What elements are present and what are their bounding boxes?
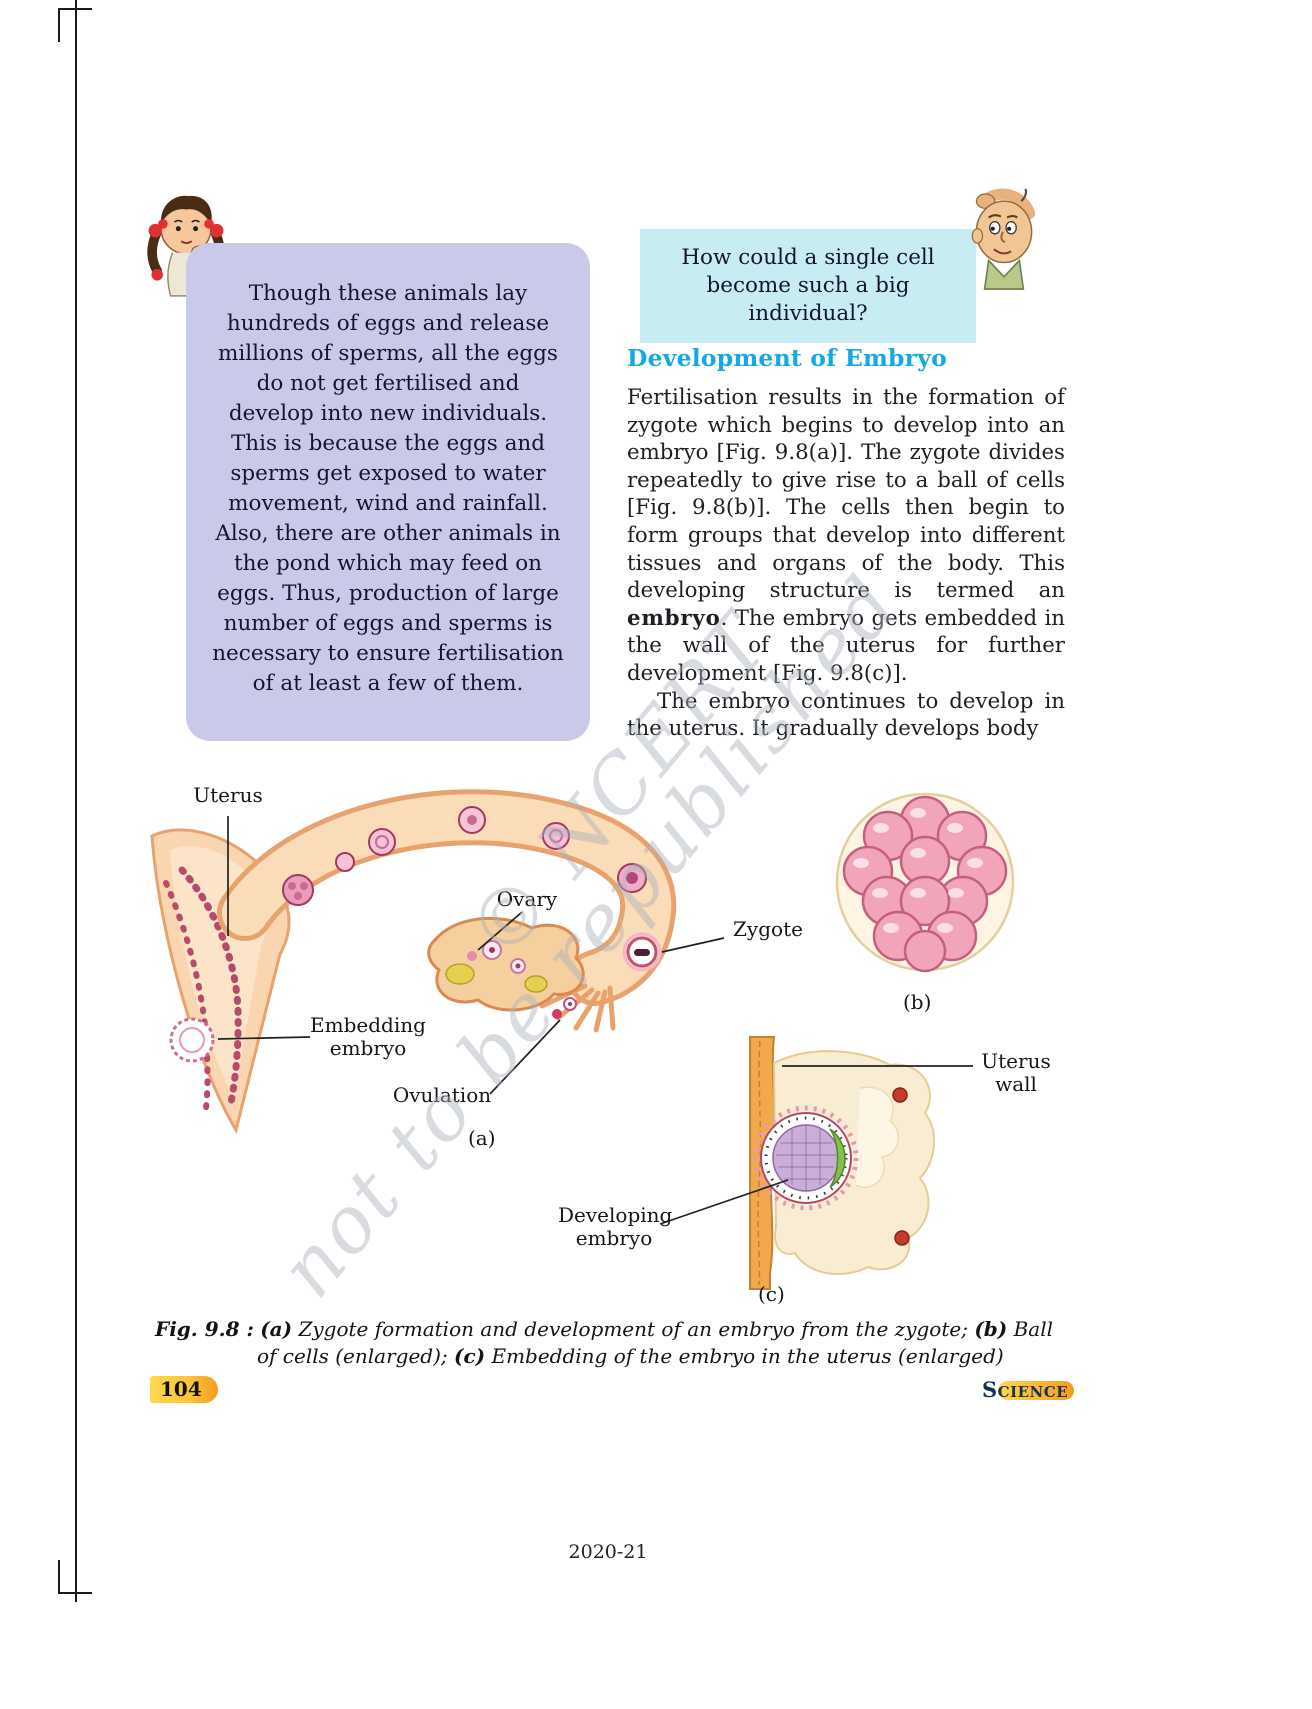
cell-cluster xyxy=(842,795,1008,973)
caption-fig-number: Fig. 9.8 : xyxy=(155,1317,254,1341)
paragraph-1: Fertilisation results in the formation o… xyxy=(627,384,1065,688)
figure-panel-a: (a) xyxy=(468,1126,496,1150)
para1-text: Fertilisation results in the formation o… xyxy=(627,385,1065,604)
figure-label-ovulation: Ovulation xyxy=(392,1083,492,1107)
figure-label-zygote: Zygote xyxy=(733,917,803,941)
figure-label-uterus-wall: Uterus wall xyxy=(981,1049,1051,1096)
book-title-badge: Science xyxy=(982,1377,1102,1404)
edition-year: 2020-21 xyxy=(568,1541,648,1563)
figure-caption: Fig. 9.8 : (a) Zygote formation and deve… xyxy=(155,1316,1055,1370)
diagram-b-ball-of-cells xyxy=(835,792,1015,973)
book-title-pill xyxy=(998,1381,1074,1400)
blood-vessel-dot-bottom xyxy=(894,1230,910,1246)
crop-mark-top-v xyxy=(58,8,60,42)
embryo-bold-term: embryo xyxy=(627,605,721,631)
blood-vessel-dot-top xyxy=(892,1087,908,1103)
crop-mark-top xyxy=(58,8,92,10)
egg-sperm-note-text: Though these animals lay hundreds of egg… xyxy=(212,281,564,696)
caption-a-text: Zygote formation and development of an e… xyxy=(292,1317,975,1341)
left-binding-rule xyxy=(75,0,77,1602)
single-cell-question-box: How could a single cell become such a bi… xyxy=(640,229,976,343)
egg-stages xyxy=(282,806,647,906)
cell-highlights xyxy=(853,808,983,933)
diagram-a-zygote-formation xyxy=(150,789,677,1134)
caption-c-text: Embedding of the embryo in the uterus (e… xyxy=(485,1344,1004,1368)
crop-mark-bottom-v xyxy=(58,1560,60,1594)
section-heading: Development of Embryo xyxy=(627,344,947,372)
caption-b-text: Ball of cells (enlarged); xyxy=(257,1317,1054,1368)
figure-label-developing-embryo: Developing embryo xyxy=(558,1203,673,1250)
page-number-badge: 104 xyxy=(150,1376,218,1403)
man-thinking-illustration xyxy=(971,188,1036,290)
figure-label-uterus: Uterus xyxy=(193,783,263,807)
figure-panel-c: (c) xyxy=(758,1282,785,1306)
embedding-embryo-shape xyxy=(169,1017,215,1063)
figure-9-8: Uterus Ovary Zygote Embedding embryo Ovu… xyxy=(140,778,1100,1340)
diagram-c-embedded-embryo xyxy=(749,1036,936,1290)
fimbriae xyxy=(539,983,616,1033)
zygote-shape xyxy=(622,932,662,972)
caption-c-marker: (c) xyxy=(454,1344,486,1368)
figure-label-embedding-embryo: Embedding embryo xyxy=(310,1013,426,1060)
single-cell-question-text: How could a single cell become such a bi… xyxy=(681,245,935,326)
egg-sperm-note-box: Though these animals lay hundreds of egg… xyxy=(186,243,590,741)
caption-b-marker: (b) xyxy=(974,1317,1008,1341)
crop-mark-bottom xyxy=(58,1592,92,1594)
para1-text-end: . The embryo gets embedded in the wall o… xyxy=(627,605,1065,686)
paragraph-2: The embryo continues to develop in the u… xyxy=(627,688,1065,742)
caption-a-marker: (a) xyxy=(260,1317,293,1341)
body-text-column: Fertilisation results in the formation o… xyxy=(627,384,1065,743)
figure-label-ovary: Ovary xyxy=(496,887,558,911)
ovulation-site xyxy=(552,997,577,1019)
figure-panel-b: (b) xyxy=(903,990,932,1014)
book-title-text: Science xyxy=(982,1377,1069,1402)
